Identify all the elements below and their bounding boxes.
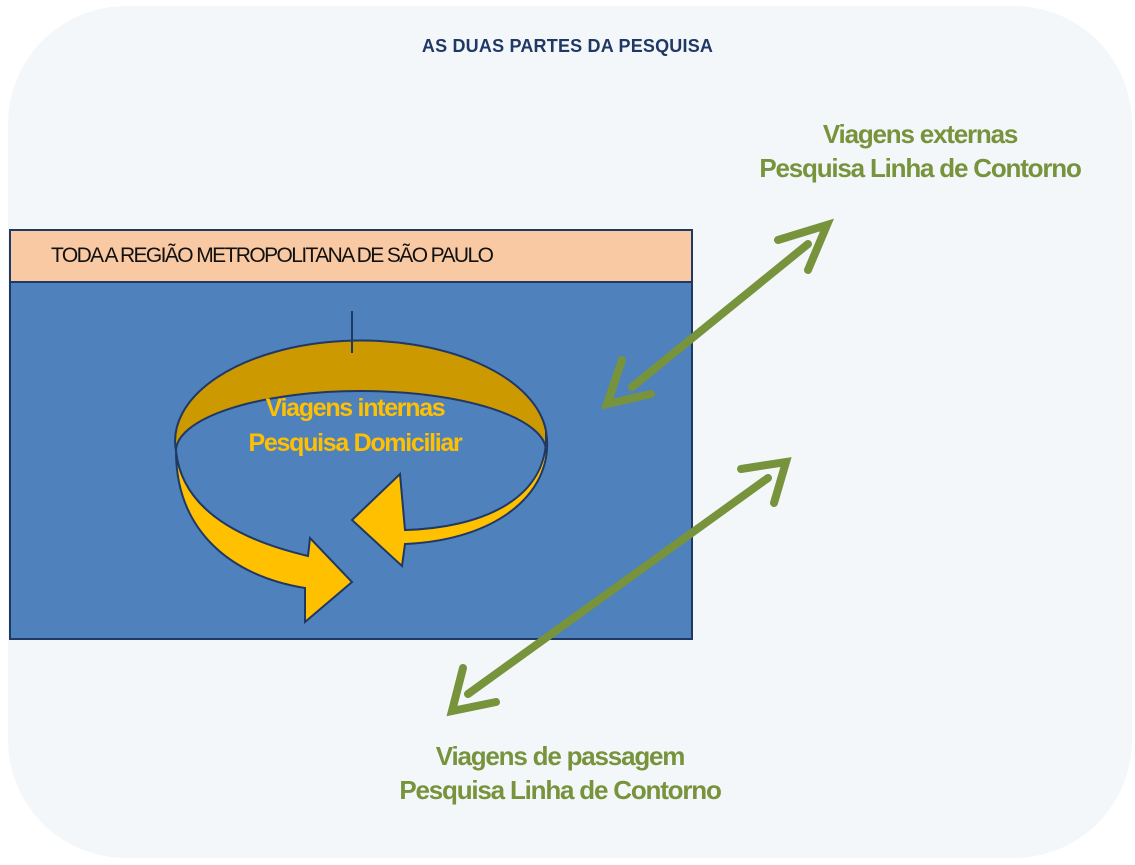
passage-arrow-head-bottom [446, 664, 500, 717]
external-trips-label: Viagens externas Pesquisa Linha de Conto… [700, 117, 1135, 185]
internal-trips-label: Viagens internas Pesquisa Domiciliar [190, 391, 520, 461]
passage-arrow-shaft [464, 474, 772, 698]
external-trips-arrow-icon [600, 218, 835, 410]
external-trips-line1: Viagens externas [822, 119, 1018, 149]
region-header-label: TODA A REGIÃO METROPOLITANA DE SÃO PAULO [9, 229, 693, 283]
external-arrow-head-top [774, 218, 835, 274]
passage-arrow-head-top [737, 457, 792, 507]
internal-trips-line2: Pesquisa Domiciliar [248, 429, 463, 457]
circular-arrow-icon [174, 311, 549, 625]
external-arrow-shaft [628, 240, 812, 391]
external-arrow-head-bottom [600, 356, 655, 410]
passage-trips-arrow-icon [446, 457, 792, 717]
passage-trips-label: Viagens de passagem Pesquisa Linha de Co… [330, 739, 790, 807]
internal-trips-line1: Viagens internas [265, 394, 446, 422]
circular-arrow-left-segment [175, 450, 354, 625]
passage-trips-line1: Viagens de passagem [435, 741, 686, 771]
circular-arrow-right-segment [350, 430, 549, 569]
passage-trips-line2: Pesquisa Linha de Contorno [399, 775, 721, 805]
diagram-title: AS DUAS PARTES DA PESQUISA [421, 36, 714, 56]
external-trips-line2: Pesquisa Linha de Contorno [759, 153, 1081, 183]
